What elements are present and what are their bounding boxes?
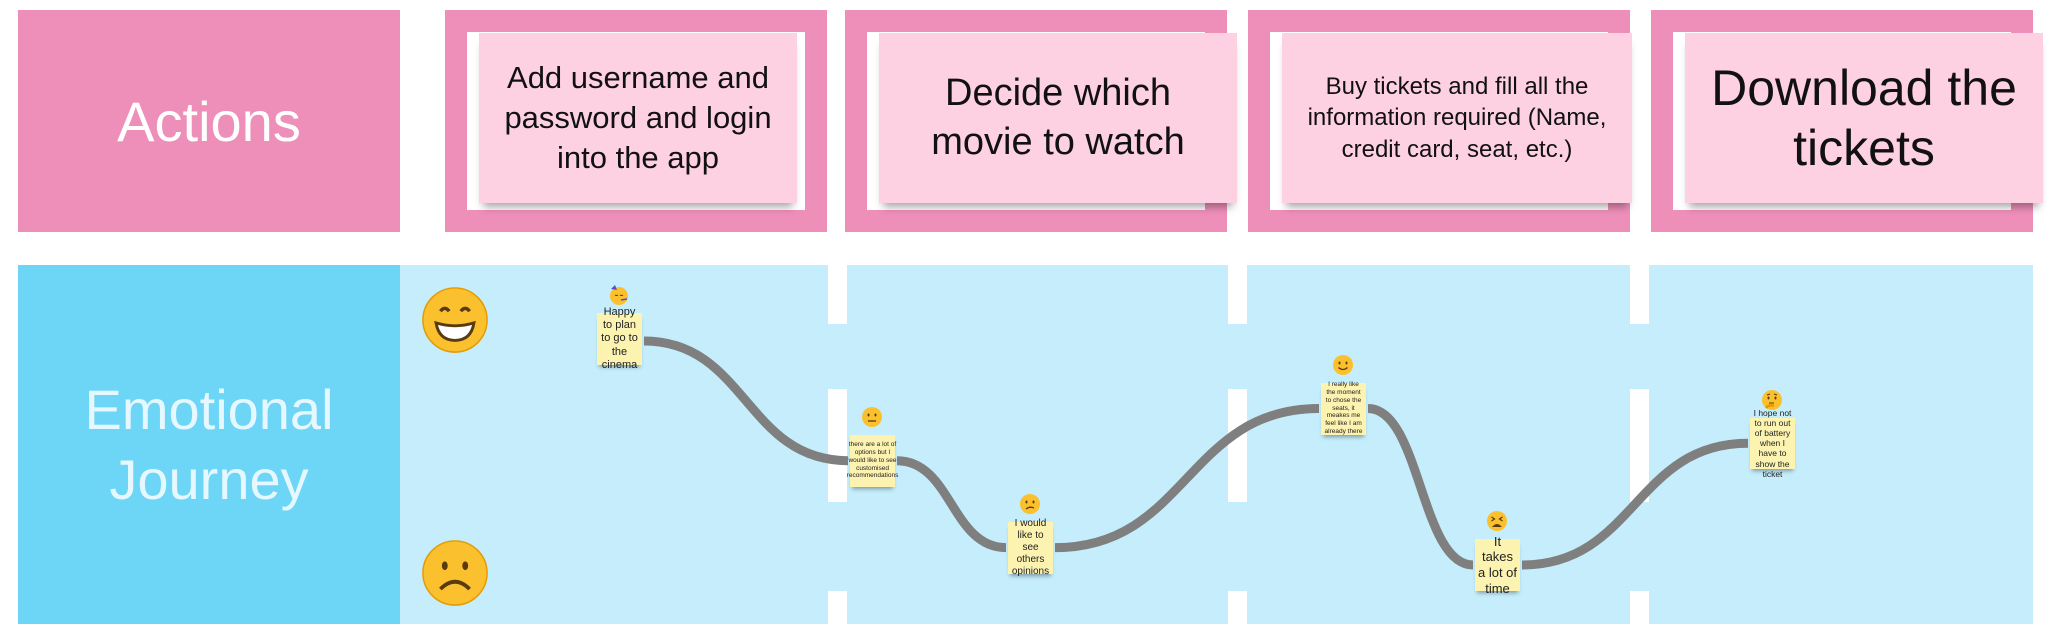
actions-row-label: Actions xyxy=(18,10,400,232)
action-card-login: Add username and password and login into… xyxy=(445,10,827,232)
emotion-curve-line xyxy=(643,336,1749,570)
journey-sticky-note[interactable]: Happy to plan to go to the cinema xyxy=(597,306,642,371)
confused-face-icon xyxy=(1018,492,1042,516)
column-divider xyxy=(828,265,847,324)
frowning-face-icon xyxy=(420,538,490,608)
action-card-decide-movie: Decide which movie to watch xyxy=(845,10,1237,232)
action-note[interactable]: Download the tickets xyxy=(1685,33,2043,203)
journey-sticky-note[interactable]: I really like the moment to chose the se… xyxy=(1321,381,1366,435)
journey-row-label: Emotional Journey xyxy=(18,265,400,624)
action-note[interactable]: Add username and password and login into… xyxy=(479,33,797,203)
thinking-face-icon xyxy=(1760,388,1784,412)
journey-label-text: Emotional Journey xyxy=(84,377,334,511)
tired-face-icon xyxy=(1485,509,1509,533)
journey-sticky-note[interactable]: It takes a lot of time xyxy=(1475,534,1520,596)
action-note[interactable]: Decide which movie to watch xyxy=(879,33,1237,203)
column-divider xyxy=(1228,265,1247,324)
journey-sticky-note[interactable]: I hope not to run out of battery when I … xyxy=(1750,408,1795,479)
action-note[interactable]: Buy tickets and fill all the information… xyxy=(1282,33,1632,203)
action-card-buy-tickets: Buy tickets and fill all the information… xyxy=(1248,10,1632,232)
journey-sticky-note[interactable]: I would like to see others opinions xyxy=(1008,518,1053,577)
column-divider xyxy=(828,591,847,624)
column-divider xyxy=(828,389,847,502)
column-divider xyxy=(1228,591,1247,624)
column-divider xyxy=(1228,389,1247,502)
column-divider xyxy=(1630,591,1649,624)
grinning-face-icon xyxy=(420,285,490,355)
neutral-face-icon xyxy=(860,405,884,429)
action-card-download: Download the tickets xyxy=(1651,10,2043,232)
partying-face-icon xyxy=(607,283,631,307)
column-divider xyxy=(1630,265,1649,324)
column-divider xyxy=(1630,389,1649,502)
slightly-smiling-face-icon xyxy=(1331,353,1355,377)
journey-sticky-note[interactable]: there are a lot of options but I would l… xyxy=(847,434,898,487)
actions-label-text: Actions xyxy=(117,89,301,153)
